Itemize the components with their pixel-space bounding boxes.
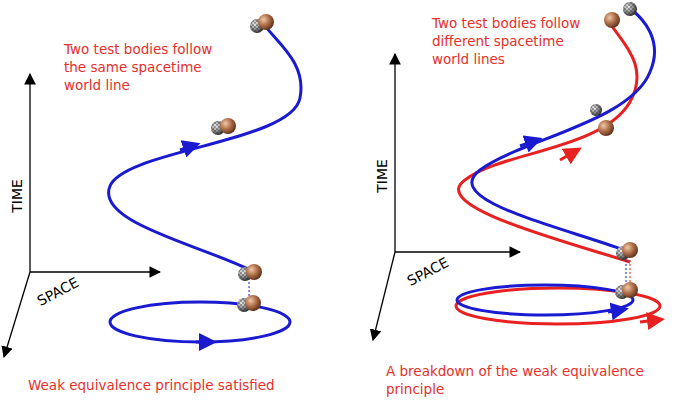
orbit-arrow <box>640 320 656 322</box>
test-bodies <box>590 2 638 299</box>
axis-label: TIME <box>8 179 26 213</box>
axes <box>373 54 520 340</box>
test-bodies <box>211 14 274 312</box>
axis-label: SPACE <box>404 253 452 290</box>
panel-caption: Weak equivalence principle satisfied <box>28 376 328 394</box>
orbit <box>457 285 633 315</box>
panel-caption: Two test bodies follow different spaceti… <box>432 14 592 68</box>
orbit-arrow <box>608 310 620 312</box>
axis-label: TIME <box>373 159 391 193</box>
orbit-arrow <box>196 341 208 344</box>
world-line-arrow <box>520 141 534 146</box>
orbit <box>110 302 290 342</box>
link-dash <box>626 260 627 286</box>
panel-caption: Two test bodies follow the same spacetim… <box>64 40 224 94</box>
panel-caption: A breakdown of the weak equivalence prin… <box>386 362 656 398</box>
axes <box>4 74 160 357</box>
axis-label: SPACE <box>34 273 82 310</box>
world-line-arrow <box>560 152 574 160</box>
world-line-arrow <box>180 146 192 150</box>
